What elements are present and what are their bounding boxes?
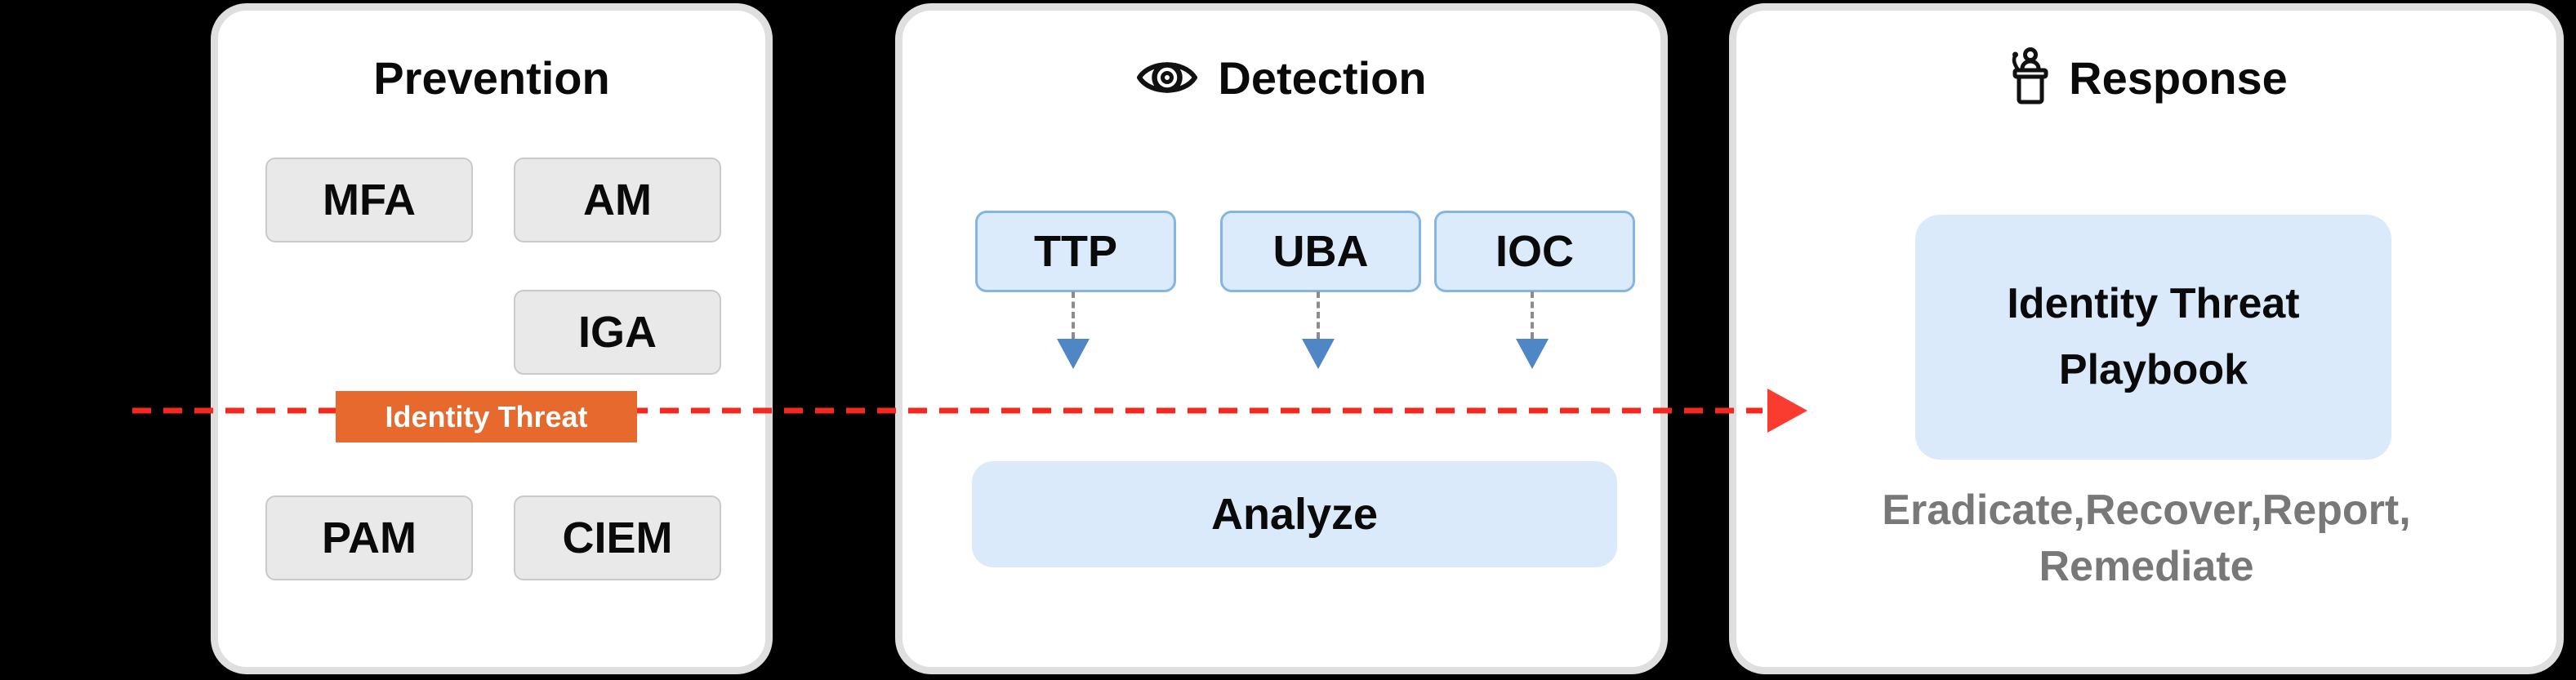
arrow-tip xyxy=(1302,339,1335,369)
prevention-box-am: AM xyxy=(514,158,721,242)
analyze-label: Analyze xyxy=(1210,490,1379,539)
prevention-box-label: PAM xyxy=(322,513,417,562)
playbook-label-line1: Identity Threat xyxy=(2007,280,2300,328)
response-actions-line1: Eradicate,Recover,Report, xyxy=(1882,487,2411,534)
down-arrow-icon xyxy=(1516,291,1549,369)
identity-threat-playbook-box: Identity Threat Playbook xyxy=(1915,215,2391,460)
response-panel: Response Identity Threat Playbook Eradic… xyxy=(1729,3,2564,674)
podium-icon xyxy=(2012,47,2048,104)
detection-signal-uba: UBA xyxy=(1220,211,1421,292)
prevention-box-ciem: CIEM xyxy=(514,496,721,580)
detection-signal-label: TTP xyxy=(1034,227,1117,276)
prevention-panel: Prevention MFA AM IGA PAM CIEM Identity … xyxy=(211,3,773,674)
prevention-box-mfa: MFA xyxy=(265,158,473,242)
arrow-tip xyxy=(1516,339,1549,369)
analyze-box: Analyze xyxy=(972,461,1617,567)
detection-title: Detection xyxy=(1218,51,1427,104)
identity-threat-badge: Identity Threat xyxy=(336,391,637,442)
prevention-box-label: AM xyxy=(583,176,652,224)
prevention-box-iga: IGA xyxy=(514,290,721,375)
arrow-stem xyxy=(1317,291,1320,339)
eye-icon xyxy=(1137,62,1198,93)
response-actions-text: Eradicate,Recover,Report, Remediate xyxy=(1736,482,2556,595)
prevention-box-label: MFA xyxy=(323,176,416,224)
detection-signal-label: IOC xyxy=(1495,227,1574,276)
response-title: Response xyxy=(2069,51,2288,104)
prevention-title: Prevention xyxy=(373,51,610,104)
arrow-stem xyxy=(1531,291,1534,339)
prevention-box-label: CIEM xyxy=(562,513,673,562)
arrow-tip xyxy=(1057,339,1090,369)
detection-header: Detection xyxy=(902,51,1660,104)
detection-signal-ioc: IOC xyxy=(1434,211,1635,292)
down-arrow-icon xyxy=(1057,291,1090,369)
playbook-label-line2: Playbook xyxy=(2058,346,2248,393)
detection-signal-label: UBA xyxy=(1272,227,1369,276)
prevention-box-label: IGA xyxy=(577,308,657,357)
response-header: Response xyxy=(1736,47,2556,104)
detection-panel: Detection TTP UBA IOC Analyze xyxy=(895,3,1668,674)
prevention-header: Prevention xyxy=(218,51,765,104)
identity-threat-label: Identity Threat xyxy=(385,399,588,433)
prevention-box-pam: PAM xyxy=(265,496,473,580)
down-arrow-icon xyxy=(1302,291,1335,369)
arrow-stem xyxy=(1072,291,1075,339)
response-actions-line2: Remediate xyxy=(2039,543,2254,591)
detection-signal-ttp: TTP xyxy=(975,211,1176,292)
